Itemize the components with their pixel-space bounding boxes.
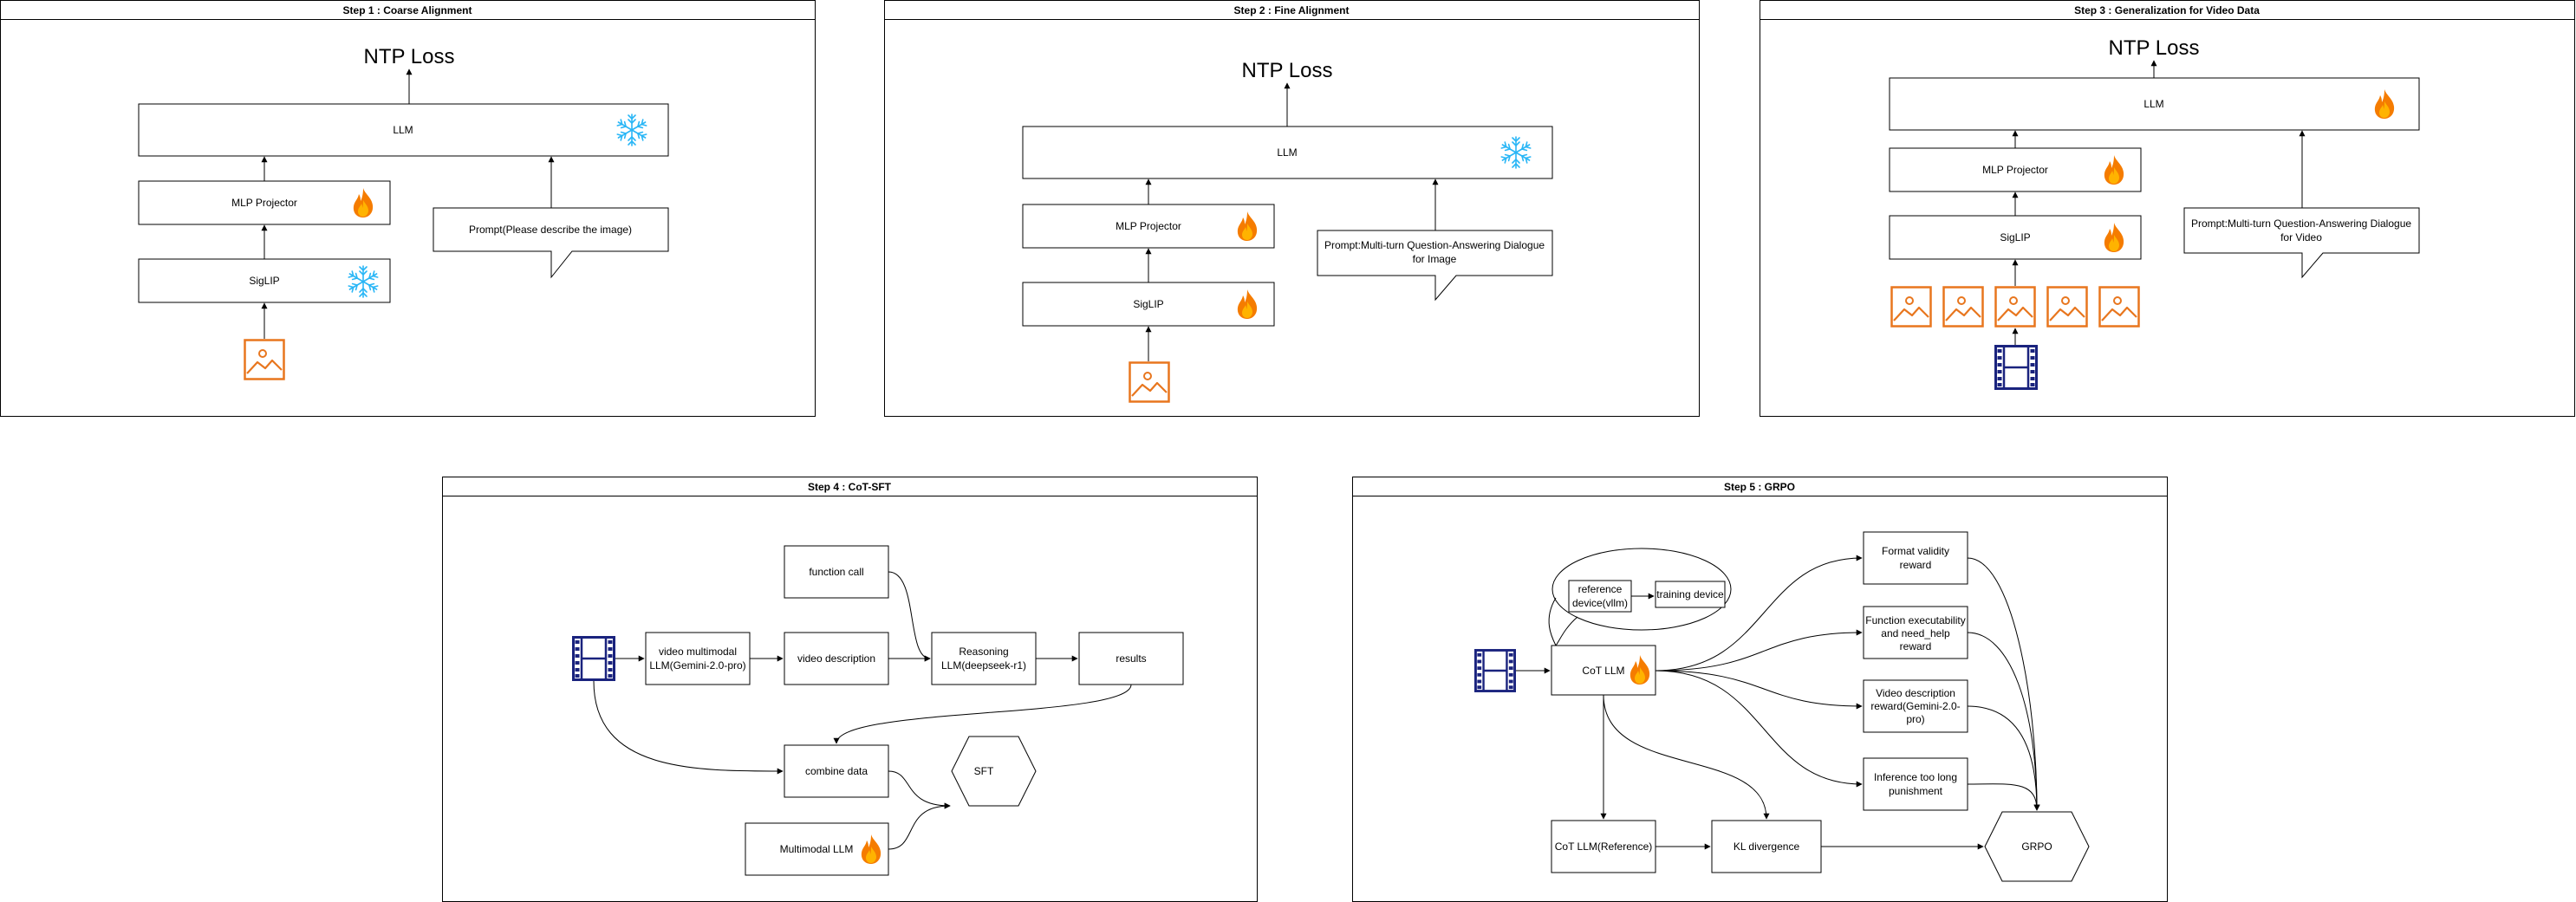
step5-ref-device-line1: reference	[1578, 583, 1623, 595]
step5-training-device-label: training device	[1656, 588, 1724, 600]
step4-reasoning-llm-box	[931, 632, 1037, 685]
step1-siglip-box	[138, 258, 391, 303]
step5-grpo-label: GRPO	[2021, 840, 2052, 853]
step1-projector-label: MLP Projector	[231, 197, 297, 209]
step4-results-label: results	[1116, 652, 1146, 665]
step4-combine-label: combine data	[805, 765, 868, 777]
step5-cot-reference-box	[1551, 820, 1656, 873]
step1-panel: Step 1 : Coarse Alignment NTP Loss LLM M…	[0, 0, 816, 417]
step5-ref-device-line2: device(vllm)	[1572, 597, 1628, 609]
step3-llm-label: LLM	[2143, 98, 2163, 110]
step4-multimodal-llm-label: Multimodal LLM	[780, 843, 854, 855]
step5-cot-llm-label: CoT LLM	[1582, 665, 1624, 677]
step4-sft-label: SFT	[974, 765, 994, 777]
step5-title: Step 5 : GRPO	[1724, 481, 1795, 493]
step5-grpo-hexagon	[1984, 811, 2090, 882]
step3-prompt-line2: for Video	[2280, 231, 2322, 243]
step5-kl-label: KL divergence	[1734, 840, 1800, 853]
step4-function-call-box	[784, 545, 889, 599]
step2-siglip-box	[1022, 282, 1275, 327]
step4-reasoning-line1: Reasoning	[959, 646, 1008, 658]
step2-prompt-line2: for Image	[1413, 253, 1457, 265]
image-icon	[1129, 361, 1170, 403]
image-icon	[2098, 286, 2140, 328]
film-icon	[1994, 345, 2038, 390]
step3-projector-label: MLP Projector	[1982, 164, 2048, 176]
step3-prompt-line1: Prompt:Multi-turn Question-Answering Dia…	[2191, 217, 2411, 230]
step2-projector-label: MLP Projector	[1116, 220, 1181, 232]
step4-sft-hexagon	[951, 736, 1037, 807]
step4-reasoning-line2: LLM(deepseek-r1)	[941, 659, 1026, 672]
step4-combine-box	[784, 744, 889, 798]
step1-siglip-label: SigLIP	[249, 275, 279, 287]
step4-video-llm-box	[645, 632, 751, 685]
step3-projector-box	[1889, 147, 2142, 192]
step5-format-line2: reward	[1900, 559, 1932, 571]
step4-video-description-label: video description	[797, 652, 875, 665]
step5-videodesc-line1: Video description	[1876, 687, 1955, 699]
step4-video-llm-line2: LLM(Gemini-2.0-pro)	[649, 659, 745, 672]
step2-frame	[884, 0, 1700, 417]
step4-function-call-label: function call	[809, 566, 863, 578]
image-icon	[2046, 286, 2088, 328]
step5-inference-line2: punishment	[1889, 785, 1943, 797]
film-icon	[1474, 649, 1516, 692]
step5-format-reward-box	[1863, 531, 1968, 585]
step2-panel: Step 2 : Fine Alignment NTP Loss LLM MLP…	[884, 0, 1700, 417]
step4-title: Step 4 : CoT-SFT	[808, 481, 892, 493]
step5-reference-device-box	[1568, 580, 1632, 613]
step2-llm-label: LLM	[1277, 146, 1297, 159]
step5-inference-line1: Inference too long	[1874, 771, 1957, 783]
step1-prompt-text: Prompt(Please describe the image)	[469, 224, 632, 236]
step5-videodesc-line2: reward(Gemini-2.0-	[1870, 700, 1960, 712]
step5-panel: Step 5 : GRPO reference device(vllm) tra…	[1352, 477, 2168, 902]
step2-prompt-bubble	[1317, 230, 1553, 302]
step3-loss-label: NTP Loss	[2109, 36, 2200, 60]
step5-format-line1: Format validity	[1882, 545, 1949, 557]
step2-projector-box	[1022, 204, 1275, 249]
step1-projector-box	[138, 180, 391, 225]
step3-title: Step 3 : Generalization for Video Data	[2074, 4, 2260, 16]
step3-llm-box	[1889, 77, 2420, 131]
step2-llm-box	[1022, 126, 1553, 179]
step5-kl-box	[1711, 820, 1822, 873]
step4-video-llm-line1: video multimodal	[659, 646, 737, 658]
step1-loss-label: NTP Loss	[364, 45, 455, 68]
step5-function-reward-box	[1863, 606, 1968, 659]
step3-siglip-box	[1889, 215, 2142, 260]
step4-video-description-box	[784, 632, 889, 685]
step3-prompt-bubble	[2183, 207, 2420, 279]
step2-siglip-label: SigLIP	[1133, 298, 1163, 310]
image-icon	[244, 339, 285, 380]
image-icon	[1890, 286, 1932, 328]
step1-llm-label: LLM	[393, 124, 413, 136]
film-icon	[572, 636, 615, 681]
step2-loss-label: NTP Loss	[1242, 59, 1333, 82]
step5-inference-punish-box	[1863, 757, 1968, 811]
image-icon	[1994, 286, 2036, 328]
image-icon	[1942, 286, 1984, 328]
step2-title: Step 2 : Fine Alignment	[1234, 4, 1350, 16]
step4-panel: Step 4 : CoT-SFT video multimodal LLM(Ge…	[442, 477, 1258, 902]
step5-function-line1: Function executability	[1865, 614, 1965, 626]
step5-videodesc-line3: pro)	[1906, 713, 1924, 725]
step3-panel: Step 3 : Generalization for Video Data N…	[1760, 0, 2575, 417]
step1-prompt-bubble	[433, 207, 669, 279]
step5-cot-ref-label: CoT LLM(Reference)	[1555, 840, 1653, 853]
step3-frame	[1760, 0, 2575, 417]
step5-function-line2: and need_help	[1881, 627, 1950, 639]
step4-results-box	[1078, 632, 1184, 685]
step1-llm-box	[138, 103, 669, 157]
step2-prompt-line1: Prompt:Multi-turn Question-Answering Dia…	[1324, 239, 1545, 251]
step1-title: Step 1 : Coarse Alignment	[343, 4, 472, 16]
step5-training-device-box	[1655, 581, 1726, 608]
step5-function-line3: reward	[1900, 640, 1932, 652]
step3-siglip-label: SigLIP	[2000, 231, 2030, 243]
